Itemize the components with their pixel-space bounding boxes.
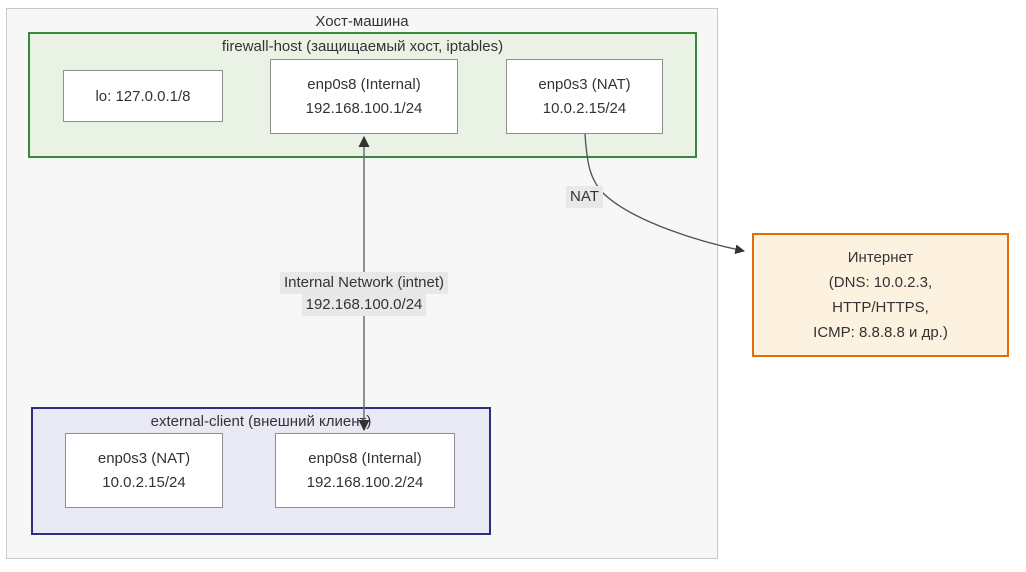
node-firewall-enp0s3: enp0s3 (NAT) 10.0.2.15/24 xyxy=(506,59,663,134)
internet-title: Интернет xyxy=(847,249,914,266)
nat-edge-label: NAT xyxy=(566,186,603,208)
node-client-enp0s3-ip: 10.0.2.15/24 xyxy=(102,474,186,491)
internet-http: HTTP/HTTPS, xyxy=(832,299,929,316)
node-firewall-enp0s8: enp0s8 (Internal) 192.168.100.1/24 xyxy=(270,59,458,134)
intnet-label-name: Internal Network (intnet) xyxy=(279,272,449,294)
node-client-enp0s8-name: enp0s8 (Internal) xyxy=(308,450,422,467)
firewall-host-title: firewall-host (защищаемый хост, iptables… xyxy=(221,38,504,55)
internet-icmp: ICMP: 8.8.8.8 и др.) xyxy=(813,324,948,341)
node-client-enp0s8-ip: 192.168.100.2/24 xyxy=(306,474,424,491)
node-client-enp0s8: enp0s8 (Internal) 192.168.100.2/24 xyxy=(275,433,455,508)
intnet-label-subnet: 192.168.100.0/24 xyxy=(301,294,427,316)
internet-dns: (DNS: 10.0.2.3, xyxy=(828,274,933,291)
node-firewall-enp0s3-ip: 10.0.2.15/24 xyxy=(542,100,627,117)
node-loopback: lo: 127.0.0.1/8 xyxy=(63,70,223,122)
nat-label-text: NAT xyxy=(566,186,603,208)
node-client-enp0s3-name: enp0s3 (NAT) xyxy=(97,450,191,467)
host-machine-title: Хост-машина xyxy=(315,13,409,30)
node-loopback-label: lo: 127.0.0.1/8 xyxy=(95,87,191,105)
node-firewall-enp0s3-name: enp0s3 (NAT) xyxy=(538,76,631,93)
intnet-edge-label: Internal Network (intnet) 192.168.100.0/… xyxy=(279,272,449,316)
node-client-enp0s3: enp0s3 (NAT) 10.0.2.15/24 xyxy=(65,433,223,508)
node-firewall-enp0s8-ip: 192.168.100.1/24 xyxy=(305,100,423,117)
node-firewall-enp0s8-name: enp0s8 (Internal) xyxy=(307,76,421,93)
node-internet: Интернет (DNS: 10.0.2.3, HTTP/HTTPS, ICM… xyxy=(752,233,1009,357)
external-client-title: external-client (внешний клиент) xyxy=(150,413,372,430)
